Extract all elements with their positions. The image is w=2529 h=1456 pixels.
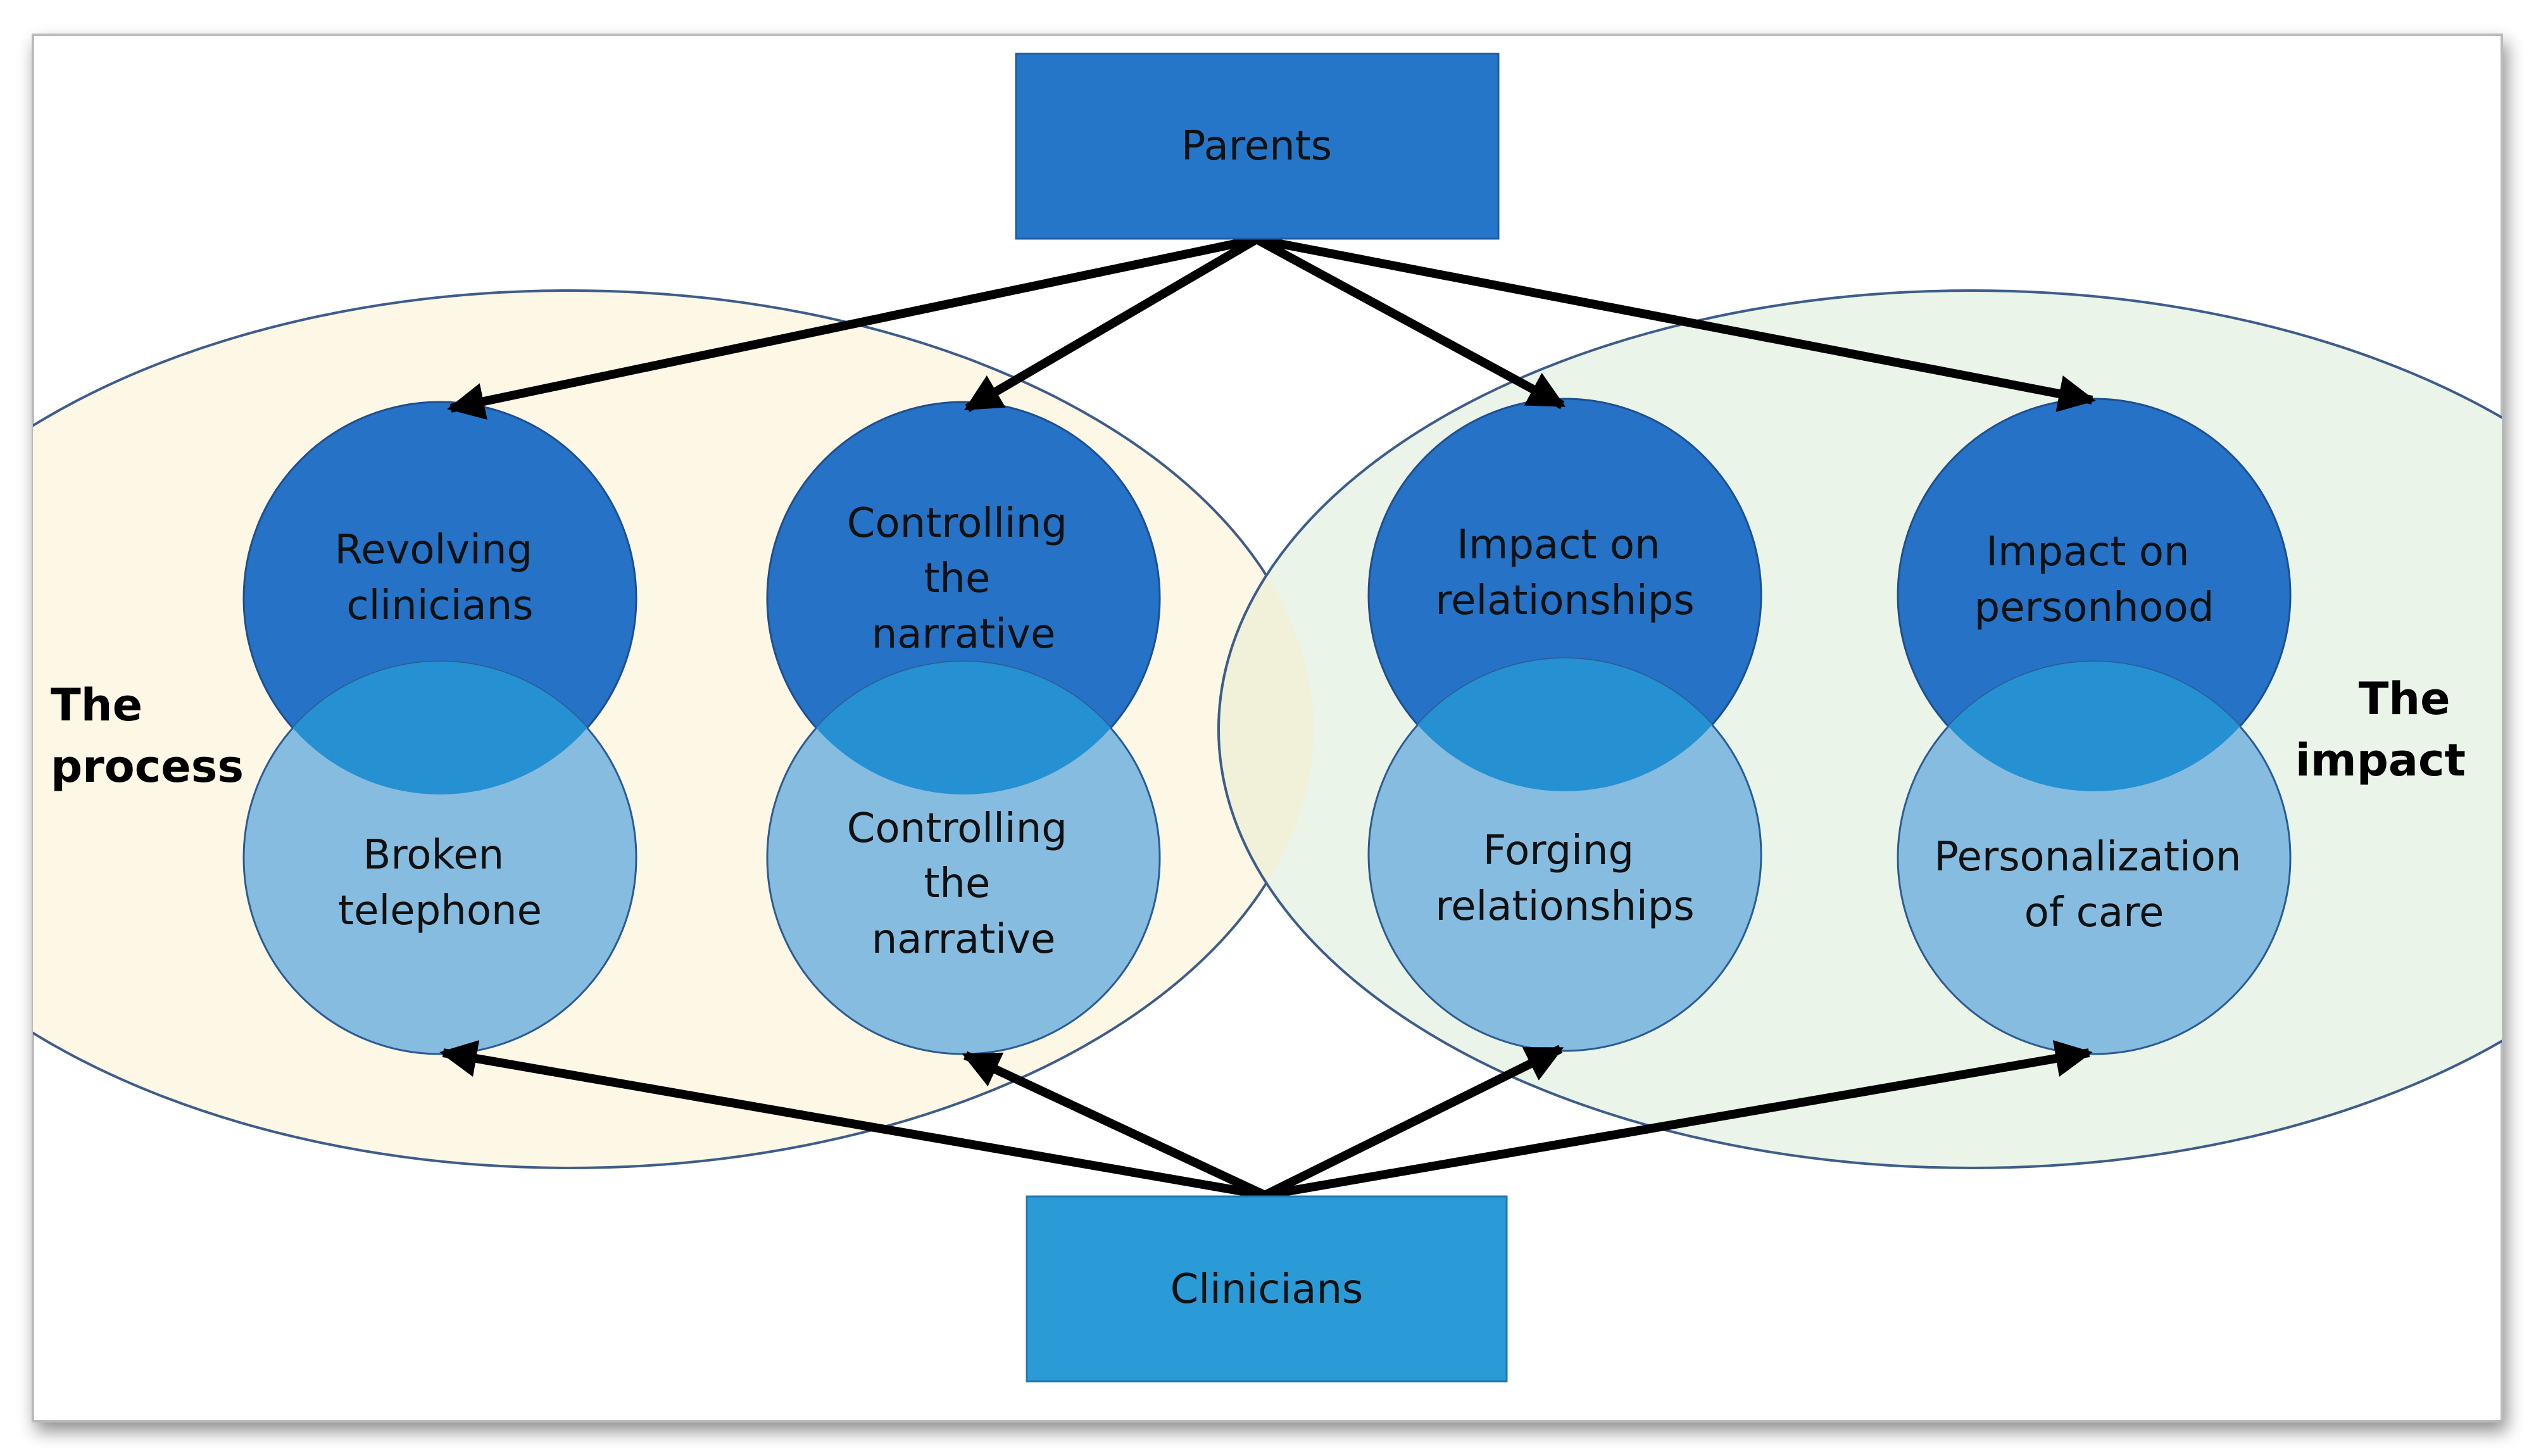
- text-line: the: [924, 555, 990, 602]
- theme-pair-3: [1367, 398, 1762, 1052]
- arrow-clinicians-to-theme-1: [439, 1040, 1266, 1200]
- text-line: Broken: [363, 832, 504, 879]
- text-line: impact: [2295, 734, 2466, 786]
- text-line: narrative: [872, 916, 1056, 963]
- text-line: narrative: [872, 611, 1056, 658]
- parents-label: Parents: [1181, 123, 1332, 170]
- text-line: Revolving: [335, 527, 533, 574]
- clinicians-box: [1026, 1195, 1508, 1383]
- text-line: The: [51, 679, 142, 731]
- theme-overlap: [1898, 662, 2290, 791]
- theme-pair-1: [242, 401, 637, 1055]
- text-line: process: [51, 741, 244, 793]
- arrow-parents-to-theme-2: [963, 235, 1259, 413]
- text-line: Impact on: [1457, 522, 1660, 568]
- theme-overlap: [1369, 658, 1761, 791]
- theme-pair-2: [766, 401, 1161, 1055]
- parents-arrows: [447, 235, 2096, 420]
- text-line: the: [924, 860, 990, 907]
- theme-overlap: [244, 662, 636, 794]
- arrow-clinicians-to-theme-4: [1264, 1040, 2093, 1200]
- arrow-clinicians-to-theme-2: [962, 1051, 1267, 1200]
- text-line: telephone: [338, 888, 542, 934]
- arrow-clinicians-to-theme-3: [1262, 1045, 1564, 1200]
- text-line: Personalization: [1934, 834, 2241, 881]
- theme-3-top-label: Impact on relationships: [1435, 522, 1695, 624]
- text-line: Forging: [1483, 827, 1634, 874]
- text-line: clinicians: [346, 582, 533, 629]
- text-line: Controlling: [847, 500, 1067, 547]
- impact-group-label: The impact: [2295, 673, 2466, 786]
- text-line: relationships: [1435, 577, 1695, 624]
- theme-4-bottom-label: Personalization of care: [1934, 834, 2254, 936]
- theme-2-bottom-label: Controlling the narrative: [847, 805, 1080, 963]
- theme-4-top-label: Impact on personhood: [1974, 529, 2214, 631]
- text-line: relationships: [1435, 883, 1695, 930]
- theme-2-top-label: Controlling the narrative: [847, 500, 1080, 658]
- text-line: Controlling: [847, 805, 1067, 852]
- theme-3-bottom-label: Forging relationships: [1435, 827, 1695, 930]
- theme-overlap: [767, 662, 1160, 794]
- theme-1-top-label: Revolving clinicians: [335, 527, 546, 629]
- arrow-parents-to-theme-1: [447, 235, 1258, 420]
- arrow-parents-to-theme-3: [1254, 235, 1566, 410]
- text-line: The: [2359, 673, 2451, 725]
- clinicians-label: Clinicians: [1170, 1266, 1364, 1313]
- arrow-parents-to-theme-4: [1255, 235, 2096, 412]
- text-line: of care: [2024, 889, 2164, 936]
- theme-pair-4: [1897, 398, 2292, 1055]
- parents-box: [1015, 53, 1500, 240]
- theme-1-bottom-label: Broken telephone: [338, 832, 542, 934]
- text-line: Impact on: [1986, 529, 2189, 575]
- ellipses-overlap: [1217, 291, 1314, 1168]
- process-group-label: The process: [51, 679, 244, 793]
- text-line: personhood: [1974, 584, 2214, 631]
- clinicians-arrows: [439, 1040, 2093, 1200]
